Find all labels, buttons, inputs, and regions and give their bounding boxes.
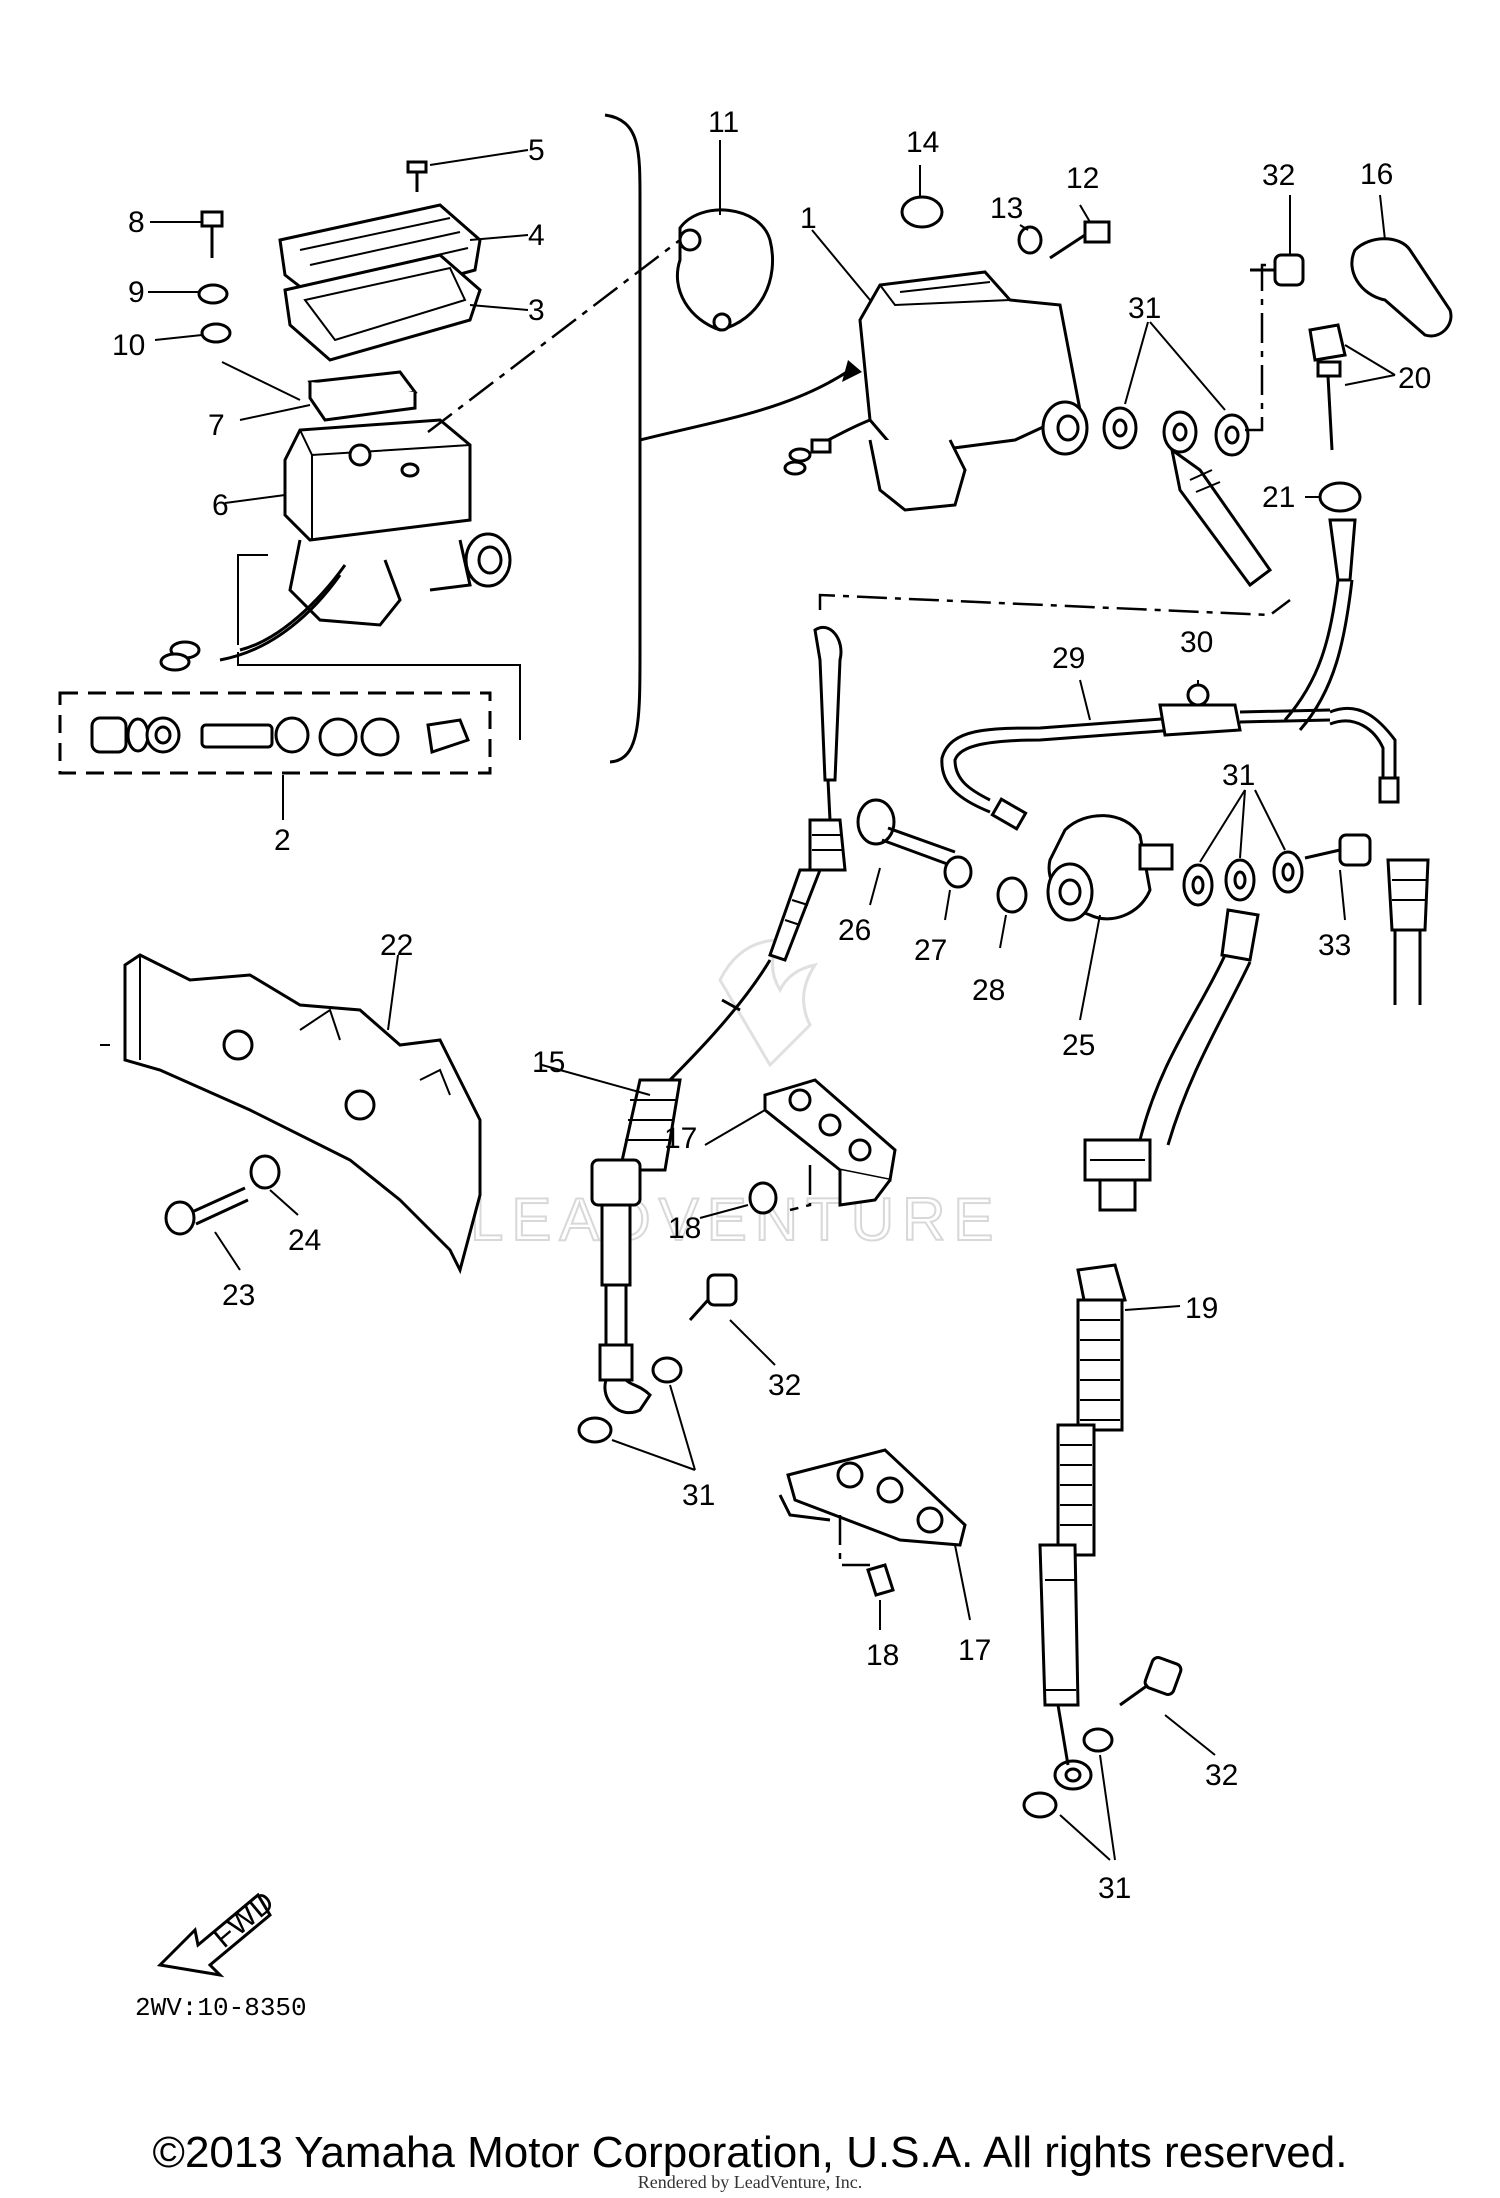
copyright-notice: ©2013 Yamaha Motor Corporation, U.S.A. A… xyxy=(152,2128,1348,2177)
washer-31-g xyxy=(1022,1791,1058,1819)
diagram-code: 2WV:10-8350 xyxy=(135,1993,307,2023)
bleeder-20 xyxy=(1308,323,1347,451)
cap-16 xyxy=(1350,237,1453,338)
washer-31-h xyxy=(1082,1727,1114,1753)
master-cylinder-body-6 xyxy=(283,418,512,627)
label-7: 7 xyxy=(208,409,225,442)
repair-kit-parts-2 xyxy=(90,716,470,757)
screw-23 xyxy=(164,1186,249,1236)
union-bolt-32-lower xyxy=(1119,1656,1183,1707)
label-16: 16 xyxy=(1360,158,1393,191)
label-9: 9 xyxy=(128,276,145,309)
washer-24 xyxy=(249,1154,281,1190)
label-32-top: 32 xyxy=(1262,159,1295,192)
screw-5 xyxy=(406,160,428,192)
label-30: 30 xyxy=(1180,626,1213,659)
washer-10 xyxy=(200,322,232,344)
label-18-upper: 18 xyxy=(668,1212,701,1245)
washer-31-f xyxy=(1272,850,1304,894)
washer-31-c xyxy=(1214,413,1250,457)
label-31-top: 31 xyxy=(1128,292,1161,325)
bolt-12 xyxy=(1049,220,1111,260)
rendered-by-note: Rendered by LeadVenture, Inc. xyxy=(637,2172,863,2192)
label-18-lower: 18 xyxy=(866,1639,899,1672)
clamp-17-lower xyxy=(778,1448,967,1547)
label-17-lower: 17 xyxy=(958,1634,991,1667)
label-21: 21 xyxy=(1262,481,1295,514)
union-bolt-32-top xyxy=(1250,253,1305,287)
watermark-logo xyxy=(718,938,819,1068)
label-10: 10 xyxy=(112,329,145,362)
brake-pipe-29 xyxy=(953,728,1176,802)
label-27: 27 xyxy=(914,934,947,967)
label-28: 28 xyxy=(972,974,1005,1007)
label-31-bottom: 31 xyxy=(1098,1872,1131,1905)
washer-31-a xyxy=(1102,406,1138,450)
label-14: 14 xyxy=(906,126,939,159)
washer-31-j xyxy=(577,1416,613,1444)
union-bolt-32-middle xyxy=(688,1273,738,1322)
nut-18-lower xyxy=(866,1563,895,1597)
label-33: 33 xyxy=(1318,929,1351,962)
washer-31-e xyxy=(1224,858,1256,902)
label-5: 5 xyxy=(528,134,545,167)
clamp-17-upper xyxy=(763,1078,897,1207)
label-23: 23 xyxy=(222,1279,255,1312)
group-bracket xyxy=(604,113,642,764)
label-12: 12 xyxy=(1066,162,1099,195)
hose-19-lower xyxy=(1038,1423,1096,1707)
union-bolt-33 xyxy=(1304,833,1372,867)
left-assembly xyxy=(58,113,862,820)
diaphragm-3 xyxy=(283,253,482,362)
nut-18-upper xyxy=(748,1181,778,1215)
label-31-middle: 31 xyxy=(1222,759,1255,792)
cap-14 xyxy=(900,195,944,229)
label-32-middle: 32 xyxy=(768,1369,801,1402)
label-15: 15 xyxy=(532,1046,565,1079)
watermark-text: LEADVENTURE xyxy=(470,1186,1001,1253)
label-19: 19 xyxy=(1185,1292,1218,1325)
washer-31-i xyxy=(651,1356,683,1384)
junction-25 xyxy=(1046,814,1174,922)
cover-22 xyxy=(123,953,482,1275)
label-25: 25 xyxy=(1062,1029,1095,1062)
hose-15 xyxy=(590,959,772,1415)
nut-21 xyxy=(1318,481,1362,513)
repair-kit-box-2 xyxy=(58,691,492,775)
label-20: 20 xyxy=(1398,362,1431,395)
washer-9 xyxy=(197,283,229,305)
label-32-bottom: 32 xyxy=(1205,1759,1238,1792)
label-4: 4 xyxy=(528,219,545,252)
label-2: 2 xyxy=(274,824,291,857)
label-1: 1 xyxy=(800,202,817,235)
label-11: 11 xyxy=(708,106,739,139)
clip-30 xyxy=(1158,683,1242,737)
bolt-26 xyxy=(856,798,956,867)
washer-28 xyxy=(996,876,1028,914)
label-26: 26 xyxy=(838,914,871,947)
label-3: 3 xyxy=(528,294,545,327)
washer-13 xyxy=(1017,225,1043,255)
label-31-left: 31 xyxy=(682,1479,715,1512)
label-13: 13 xyxy=(990,192,1023,225)
label-29: 29 xyxy=(1052,642,1085,675)
label-8: 8 xyxy=(128,206,145,239)
label-22: 22 xyxy=(380,929,413,962)
label-6: 6 xyxy=(212,489,229,522)
label-24: 24 xyxy=(288,1224,321,1257)
clamp-11 xyxy=(675,208,775,332)
washer-31-d xyxy=(1182,863,1214,907)
washer-27 xyxy=(943,855,973,889)
label-17-upper: 17 xyxy=(664,1122,697,1155)
washer-31-b xyxy=(1162,410,1198,454)
bolt-8 xyxy=(200,210,224,258)
master-cylinder-assembled-1 xyxy=(783,270,1089,512)
fwd-arrow-icon xyxy=(156,1892,272,1978)
hose-19 xyxy=(1076,1298,1124,1432)
plate-7 xyxy=(307,370,418,422)
